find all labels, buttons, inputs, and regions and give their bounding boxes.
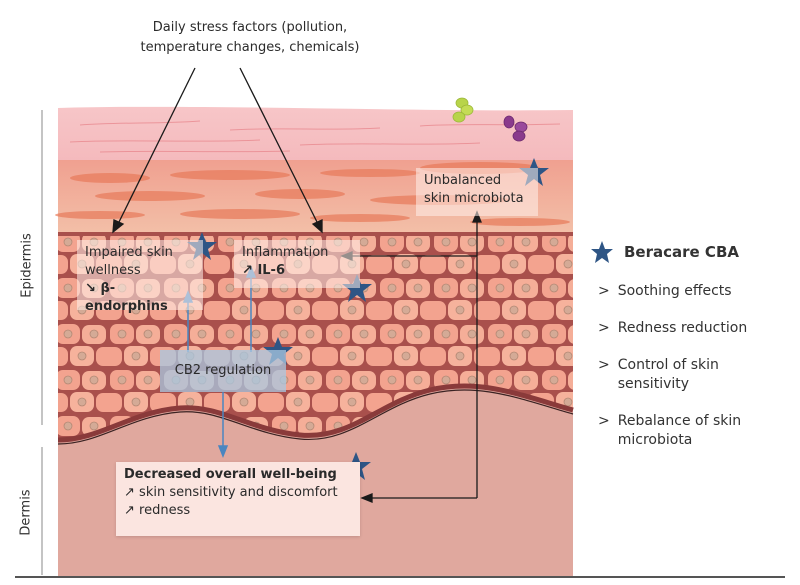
- arrow-up-right-icon: ↗: [242, 263, 253, 278]
- arrow-down-right-icon: ↘: [85, 281, 96, 296]
- stress-factors-title: Daily stress factors (pollution, tempera…: [120, 18, 380, 58]
- star-icon: [342, 274, 372, 302]
- title-line-2: temperature changes, chemicals): [140, 40, 360, 55]
- legend-item-text: Rebalance of skin microbiota: [617, 413, 742, 448]
- chevron-right-icon: >: [598, 320, 610, 336]
- wellbeing-item-text: skin sensitivity and discomfort: [139, 485, 338, 500]
- legend: Beracare CBA > Soothing effects > Redness …: [590, 240, 790, 468]
- dermis-label: Dermis: [18, 489, 34, 536]
- arrow-up-right-icon: ↗: [124, 503, 135, 518]
- legend-item-text: Control of skin sensitivity: [617, 357, 719, 392]
- endorphins-line: ↘ β-endorphins: [85, 280, 195, 316]
- il6-line: ↗ IL-6: [242, 262, 352, 280]
- legend-item: > Redness reduction: [598, 319, 790, 338]
- epidermis-label: Epidermis: [19, 233, 35, 298]
- legend-item-text: Soothing effects: [617, 283, 732, 299]
- cb2-regulation-box: CB2 regulation: [160, 350, 286, 392]
- legend-item-text: Redness reduction: [617, 320, 748, 336]
- legend-item: > Soothing effects: [598, 282, 790, 301]
- wellbeing-item: ↗ redness: [124, 502, 352, 520]
- endorphins-text: β-endorphins: [85, 281, 168, 314]
- flattened-cells: [55, 162, 570, 226]
- wellbeing-item: ↗ skin sensitivity and discomfort: [124, 484, 352, 502]
- wellbeing-item-text: redness: [139, 503, 191, 518]
- inflammation-line1: Inflammation: [242, 245, 329, 260]
- impaired-line1: Impaired skin: [85, 245, 173, 260]
- legend-item: > Control of skin sensitivity: [598, 356, 748, 394]
- microbiota-box: Unbalanced skin microbiota: [416, 168, 538, 216]
- star-icon: [591, 241, 613, 263]
- il6-text: IL-6: [257, 263, 285, 278]
- bacteria-green-icon: [452, 97, 474, 123]
- stress-arrows: [112, 67, 323, 234]
- impaired-line2: wellness: [85, 263, 141, 278]
- arrow-up-right-icon: ↗: [124, 485, 135, 500]
- chevron-right-icon: >: [598, 283, 610, 299]
- legend-item: > Rebalance of skin microbiota: [598, 412, 748, 450]
- bacteria-purple-icon: [503, 115, 528, 142]
- impaired-wellness-box: Impaired skin wellness ↘ β-endorphins: [77, 240, 203, 314]
- corneum-lines: [69, 120, 561, 153]
- inflammation-box: Inflammation ↗ IL-6: [234, 240, 360, 288]
- chevron-right-icon: >: [598, 357, 610, 373]
- legend-header: Beracare CBA: [590, 240, 790, 264]
- wellbeing-box: Decreased overall well-being ↗ skin sens…: [116, 462, 360, 536]
- microbiota-line2: skin microbiota: [424, 191, 524, 206]
- microbiota-line1: Unbalanced: [424, 173, 502, 188]
- chevron-right-icon: >: [598, 413, 610, 429]
- legend-title: Beracare CBA: [624, 243, 739, 261]
- title-line-1: Daily stress factors (pollution,: [152, 20, 348, 35]
- wellbeing-title: Decreased overall well-being: [124, 467, 337, 482]
